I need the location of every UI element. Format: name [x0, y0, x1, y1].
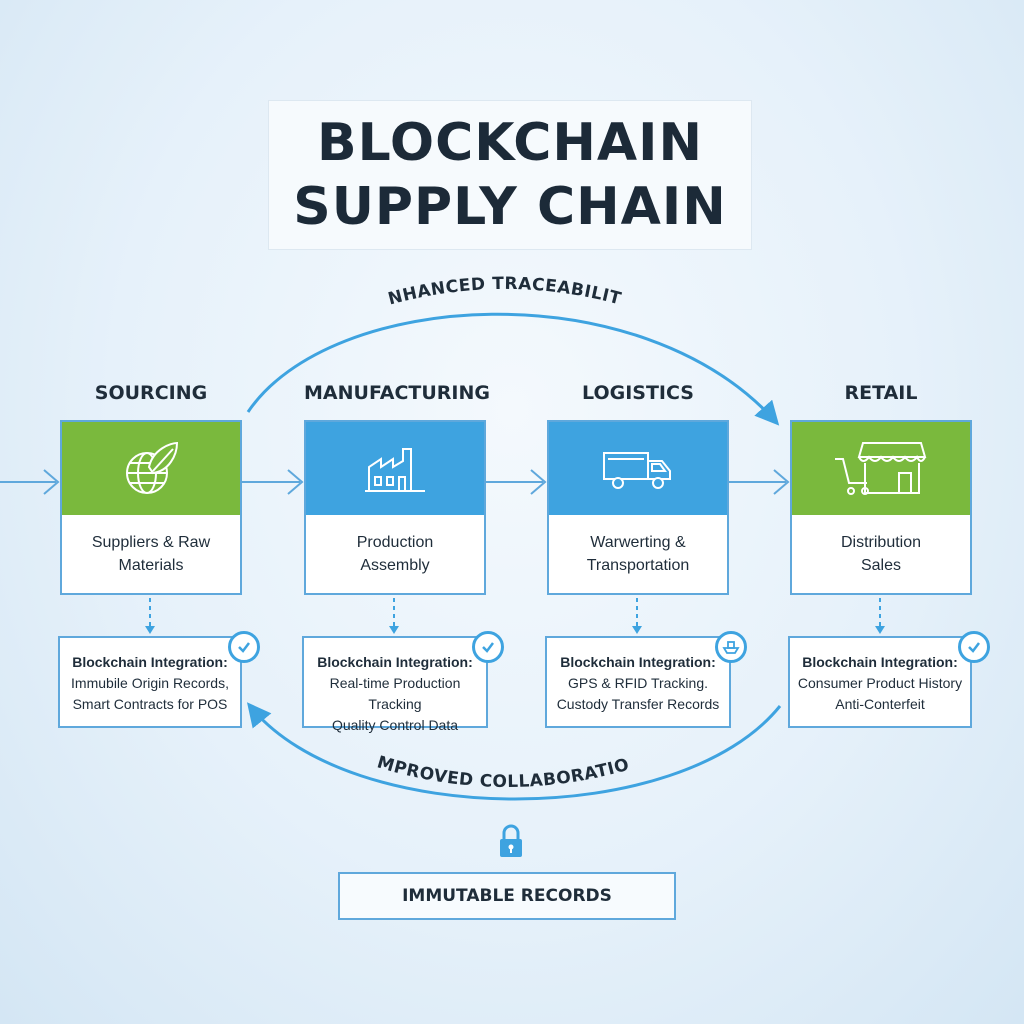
storefront-cart-icon	[835, 441, 927, 495]
stage-card-logistics[interactable]: Warwerting & Transportation	[547, 420, 729, 595]
check-circle-icon	[228, 631, 260, 663]
integration-line2: Smart Contracts for POS	[72, 696, 228, 712]
integration-label: Blockchain Integration:	[802, 654, 958, 670]
stage-desc-line2: Sales	[860, 557, 902, 574]
ship-icon	[722, 641, 740, 654]
stage-header-logistics	[549, 422, 727, 515]
lock-icon	[500, 824, 522, 857]
integration-line1: Consumer Product History	[797, 675, 963, 691]
flow-arrow-2-head	[530, 469, 547, 495]
stage-title-logistics: LOGISTICS	[582, 382, 694, 404]
stage-desc-line1: Suppliers & Raw	[91, 534, 211, 551]
stage-desc-line2: Transportation	[586, 557, 690, 574]
check-circle-icon	[472, 631, 504, 663]
checkmark-icon	[968, 642, 980, 653]
integration-card-sourcing[interactable]: Blockchain Integration: Immubile Origin …	[58, 636, 242, 728]
title-banner: BLOCKCHAIN SUPPLY CHAIN	[268, 100, 752, 250]
factory-icon	[365, 447, 425, 492]
stage-header-sourcing	[62, 422, 240, 515]
integration-line2: Anti-Conterfeit	[835, 696, 925, 712]
stage-title-manufacturing: MANUFACTURING	[304, 382, 490, 404]
stage-title-retail: RETAIL	[844, 382, 918, 404]
stage-desc-line1: Production	[356, 534, 434, 551]
flow-arrow-in-head	[43, 469, 60, 495]
stage-header-manufacturing	[306, 422, 484, 515]
traceability-arc	[246, 312, 780, 426]
integration-label: Blockchain Integration:	[560, 654, 716, 670]
leaf-globe-icon	[126, 441, 179, 494]
truck-icon	[603, 451, 671, 489]
checkmark-icon	[482, 642, 494, 653]
flow-arrows	[0, 469, 790, 495]
dashed-connectors	[149, 598, 881, 630]
dashed-connector-heads	[145, 626, 885, 634]
integration-line2: Custody Transfer Records	[556, 696, 720, 712]
integration-line2: Quality Control Data	[331, 717, 459, 733]
stage-desc-line2: Materials	[118, 557, 184, 574]
stage-desc-line1: Distribution	[840, 534, 922, 551]
check-circle-icon	[958, 631, 990, 663]
stage-header-retail	[792, 422, 970, 515]
flow-arrow-1-head	[287, 469, 304, 495]
title-line-1: BLOCKCHAIN	[316, 113, 704, 173]
ship-badge-icon	[715, 631, 747, 663]
integration-card-logistics[interactable]: Blockchain Integration: GPS & RFID Track…	[545, 636, 731, 728]
immutable-records-box: IMMUTABLE RECORDS	[338, 872, 676, 920]
integration-line1: GPS & RFID Tracking.	[567, 675, 709, 691]
integration-label: Blockchain Integration:	[72, 654, 228, 670]
collaboration-arc	[246, 702, 782, 801]
stage-desc-logistics: Warwerting & Transportation	[549, 515, 727, 593]
integration-line1: Real-time Production Tracking	[329, 675, 461, 712]
title-line-2: SUPPLY CHAIN	[293, 177, 727, 237]
stage-desc-line1: Warwerting &	[590, 534, 686, 551]
integration-line1: Immubile Origin Records,	[71, 675, 229, 691]
stage-title-sourcing: SOURCING	[94, 382, 208, 404]
stage-desc-line2: Assembly	[360, 557, 430, 574]
integration-card-retail[interactable]: Blockchain Integration: Consumer Product…	[788, 636, 972, 728]
flow-arrow-3-head	[773, 469, 790, 495]
integration-card-manufacturing[interactable]: Blockchain Integration: Real-time Produc…	[302, 636, 488, 733]
integration-label: Blockchain Integration:	[317, 654, 473, 670]
checkmark-icon	[238, 642, 250, 653]
